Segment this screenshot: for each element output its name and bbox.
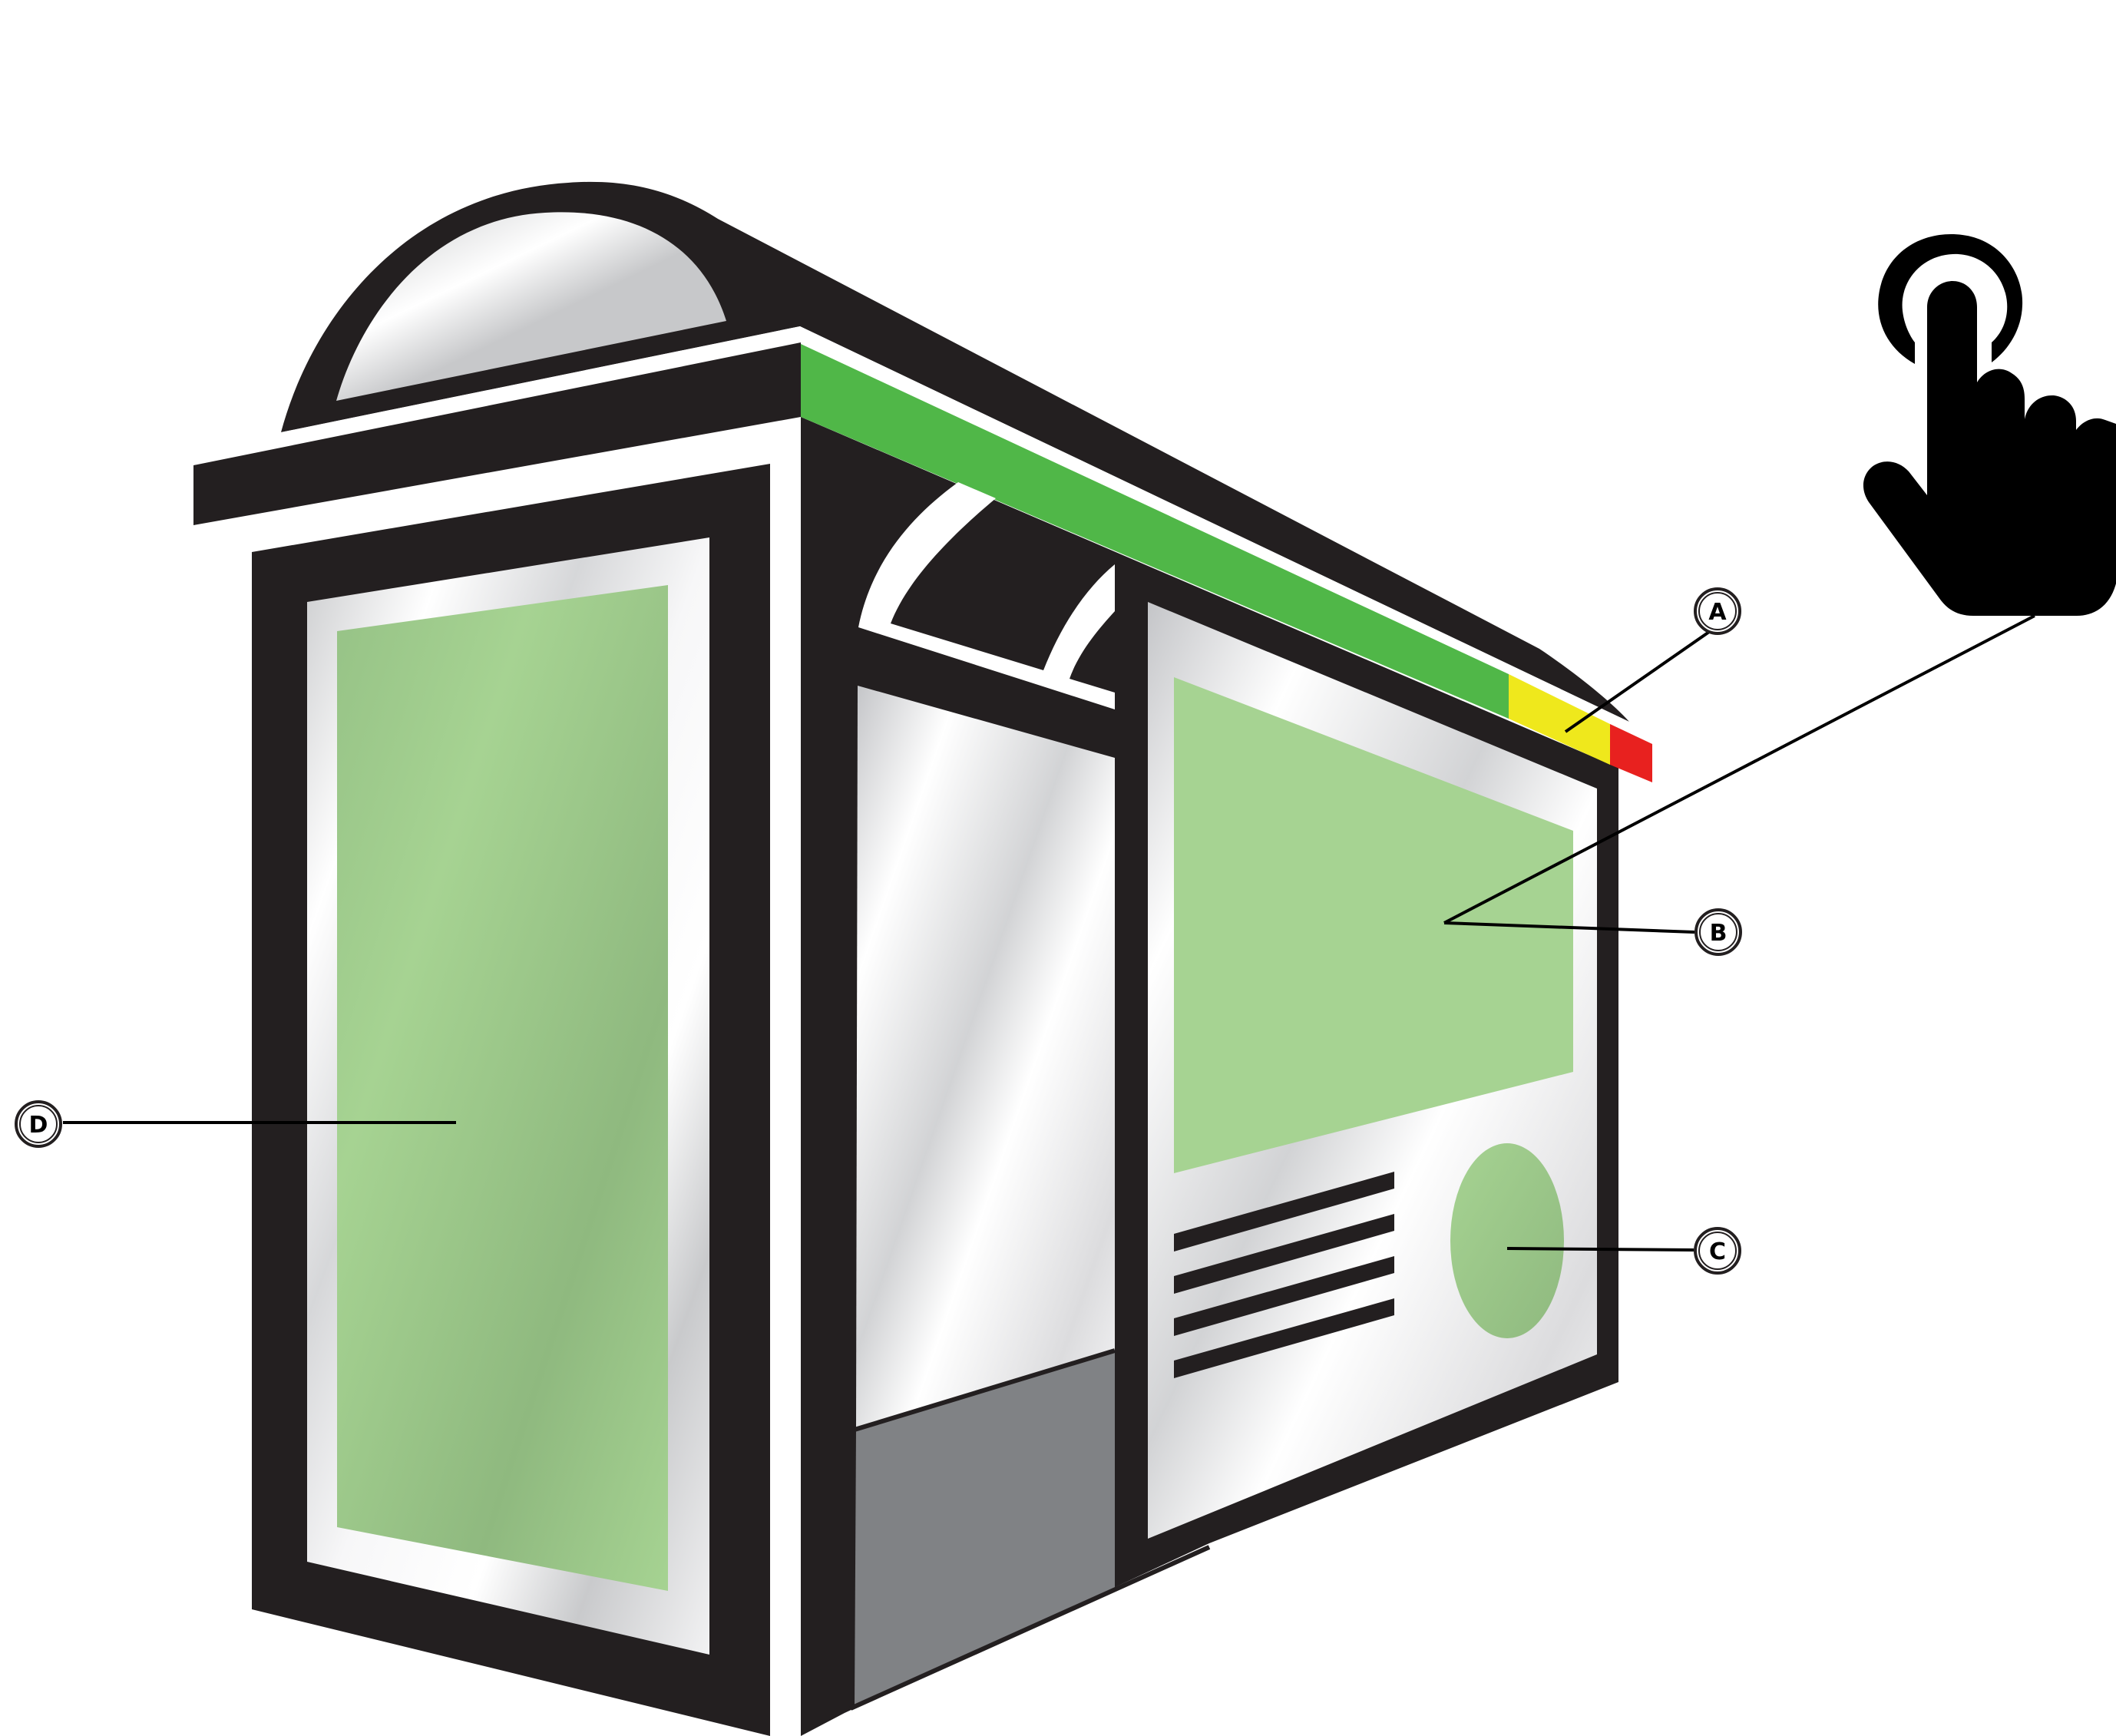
- panel-c: [1450, 1143, 1564, 1338]
- callout-a: A: [1695, 589, 1740, 633]
- callout-c-label: C: [1709, 1238, 1726, 1265]
- kiosk-front-face: [252, 464, 770, 1736]
- callout-a-label: A: [1708, 599, 1727, 626]
- callout-d: D: [16, 1102, 61, 1146]
- kiosk-side-face: [801, 342, 1652, 1736]
- callout-b-label: B: [1710, 920, 1728, 947]
- callout-b: B: [1696, 910, 1741, 954]
- panel-d: [337, 585, 668, 1591]
- callout-d-label: D: [29, 1112, 48, 1139]
- callout-c: C: [1695, 1228, 1740, 1273]
- leader-a: [1566, 632, 1709, 732]
- side-door-glass: [856, 686, 1115, 1428]
- leader-c: [1507, 1248, 1694, 1250]
- hand-pointer-tap-icon: [1863, 234, 2116, 616]
